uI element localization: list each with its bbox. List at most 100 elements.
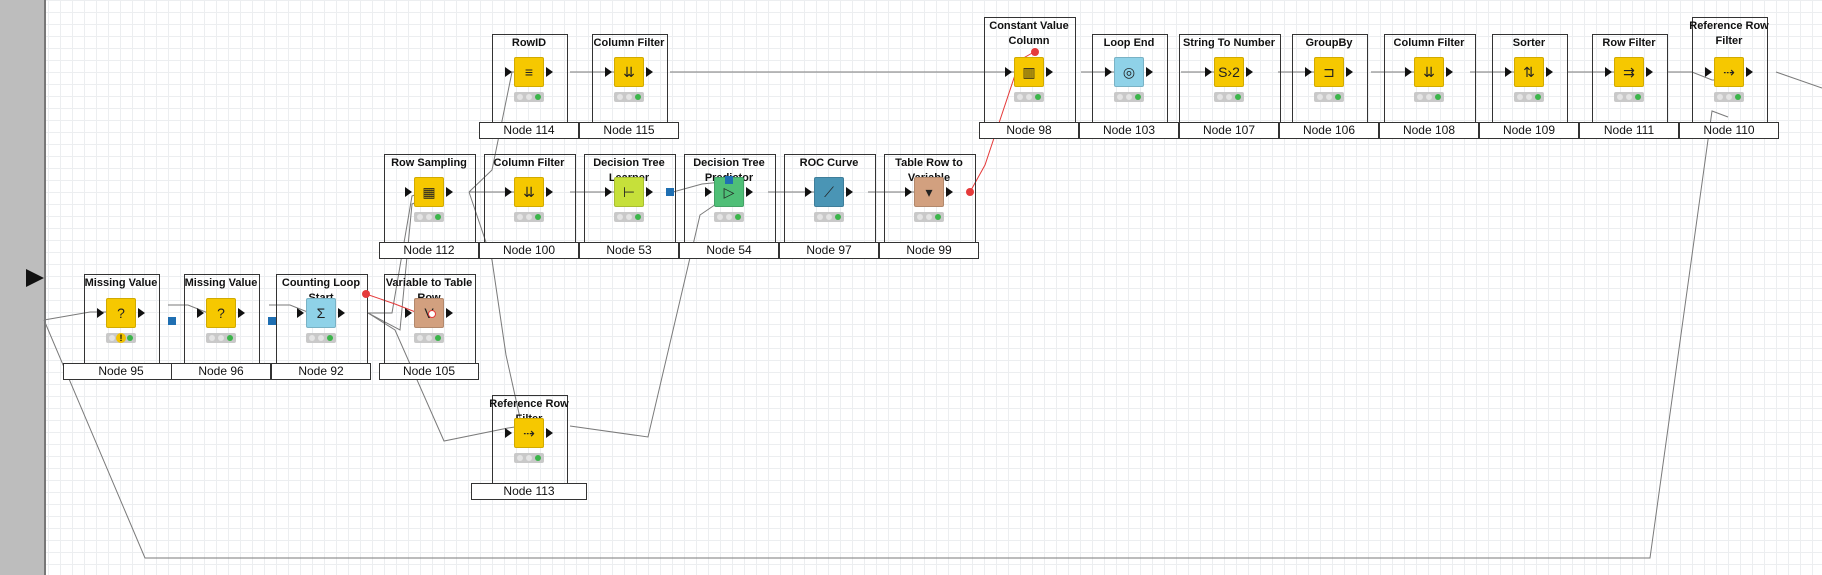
node-title[interactable]: Reference Row Filter <box>1689 20 1769 47</box>
filter-icon[interactable]: ⇊ <box>1414 57 1444 87</box>
output-port[interactable] <box>546 67 553 77</box>
node-title[interactable]: RowID <box>511 37 547 49</box>
output-port[interactable] <box>1646 67 1653 77</box>
node-label[interactable]: Node 103 <box>1079 122 1179 139</box>
node-label[interactable]: Node 112 <box>379 242 479 259</box>
variable-connection-line[interactable] <box>969 51 1035 193</box>
input-port[interactable] <box>1105 67 1112 77</box>
node-label[interactable]: Node 54 <box>679 242 779 259</box>
constant-column-icon[interactable]: ▥ <box>1014 57 1044 87</box>
node-label[interactable]: Node 105 <box>379 363 479 380</box>
rowid-icon[interactable]: ≡ <box>514 57 544 87</box>
input-port[interactable] <box>297 308 304 318</box>
input-port[interactable] <box>1705 67 1712 77</box>
node-title[interactable]: String To Number <box>1182 37 1276 49</box>
input-port[interactable] <box>605 187 612 197</box>
filter-icon[interactable]: ⇊ <box>514 177 544 207</box>
output-port[interactable] <box>1346 67 1353 77</box>
input-port[interactable] <box>705 187 712 197</box>
input-port[interactable] <box>405 308 412 318</box>
connection-line[interactable] <box>569 199 723 438</box>
question-icon[interactable]: ? <box>206 298 236 328</box>
input-port[interactable] <box>1405 67 1412 77</box>
node-label[interactable]: Node 95 <box>63 363 179 380</box>
node-label[interactable]: Node 111 <box>1579 122 1679 139</box>
output-port[interactable] <box>646 187 653 197</box>
output-port[interactable] <box>846 187 853 197</box>
node-title[interactable]: Constant Value Column <box>989 20 1069 47</box>
output-port[interactable] <box>546 428 553 438</box>
model-input-port[interactable] <box>725 176 733 184</box>
output-port[interactable] <box>338 308 345 318</box>
input-port[interactable] <box>605 67 612 77</box>
input-port[interactable] <box>1005 67 1012 77</box>
loop-end-icon[interactable]: ◎ <box>1114 57 1144 87</box>
input-port[interactable] <box>505 187 512 197</box>
node-label[interactable]: Node 115 <box>579 122 679 139</box>
input-port[interactable] <box>505 67 512 77</box>
connection-line[interactable] <box>367 312 523 442</box>
filter-icon[interactable]: ⇊ <box>614 57 644 87</box>
node-label[interactable]: Node 114 <box>479 122 579 139</box>
node-label[interactable]: Node 108 <box>1379 122 1479 139</box>
workflow-input-port[interactable] <box>26 269 44 287</box>
node-label[interactable]: Node 53 <box>579 242 679 259</box>
connection-line[interactable] <box>43 110 1729 559</box>
node-title[interactable]: Loop End <box>1103 37 1155 49</box>
node-label[interactable]: Node 97 <box>779 242 879 259</box>
model-output-port[interactable] <box>168 317 176 325</box>
output-port[interactable] <box>446 187 453 197</box>
loop-start-icon[interactable]: Σ <box>306 298 336 328</box>
connection-line[interactable] <box>1775 71 1822 89</box>
output-port[interactable] <box>746 187 753 197</box>
node-title[interactable]: Sorter <box>1512 37 1546 49</box>
input-port[interactable] <box>1305 67 1312 77</box>
input-port[interactable] <box>197 308 204 318</box>
input-port[interactable] <box>1505 67 1512 77</box>
output-port[interactable] <box>1746 67 1753 77</box>
output-port[interactable] <box>1146 67 1153 77</box>
input-port[interactable] <box>97 308 104 318</box>
node-label[interactable]: Node 107 <box>1179 122 1279 139</box>
model-output-port[interactable] <box>666 188 674 196</box>
tree-learner-icon[interactable]: ⊢ <box>614 177 644 207</box>
table-to-variable-icon[interactable]: ▾ <box>914 177 944 207</box>
question-icon[interactable]: ? <box>106 298 136 328</box>
chart-icon[interactable]: ⟋ <box>814 177 844 207</box>
variable-to-table-icon[interactable]: V <box>414 298 444 328</box>
connection-line[interactable] <box>468 191 521 419</box>
node-label[interactable]: Node 100 <box>479 242 579 259</box>
node-label[interactable]: Node 110 <box>1679 122 1779 139</box>
groupby-icon[interactable]: ⊐ <box>1314 57 1344 87</box>
reference-row-filter-icon[interactable]: ⇢ <box>1714 57 1744 87</box>
node-title[interactable]: Missing Value <box>84 277 158 289</box>
output-port[interactable] <box>1446 67 1453 77</box>
node-title[interactable]: Column Filter <box>593 37 665 49</box>
reference-row-filter-icon[interactable]: ⇢ <box>514 418 544 448</box>
node-title[interactable]: Row Sampling <box>391 157 467 169</box>
node-label[interactable]: Node 98 <box>979 122 1079 139</box>
grid-icon[interactable]: ▦ <box>414 177 444 207</box>
row-filter-icon[interactable]: ⇉ <box>1614 57 1644 87</box>
node-title[interactable]: Missing Value <box>184 277 258 289</box>
output-port[interactable] <box>138 308 145 318</box>
variable-output-port[interactable] <box>966 188 974 196</box>
input-port[interactable] <box>1605 67 1612 77</box>
node-title[interactable]: ROC Curve <box>799 157 859 169</box>
variable-output-port[interactable] <box>362 290 370 298</box>
convert-icon[interactable]: S›2 <box>1214 57 1244 87</box>
output-port[interactable] <box>546 187 553 197</box>
node-label[interactable]: Node 96 <box>171 363 271 380</box>
output-port[interactable] <box>646 67 653 77</box>
input-port[interactable] <box>1205 67 1212 77</box>
node-label[interactable]: Node 92 <box>271 363 371 380</box>
input-port[interactable] <box>505 428 512 438</box>
variable-input-port[interactable] <box>428 310 436 318</box>
output-port[interactable] <box>446 308 453 318</box>
output-port[interactable] <box>1046 67 1053 77</box>
node-label[interactable]: Node 99 <box>879 242 979 259</box>
node-label[interactable]: Node 113 <box>471 483 587 500</box>
variable-input-port[interactable] <box>1031 48 1039 56</box>
input-port[interactable] <box>805 187 812 197</box>
model-output-port[interactable] <box>268 317 276 325</box>
